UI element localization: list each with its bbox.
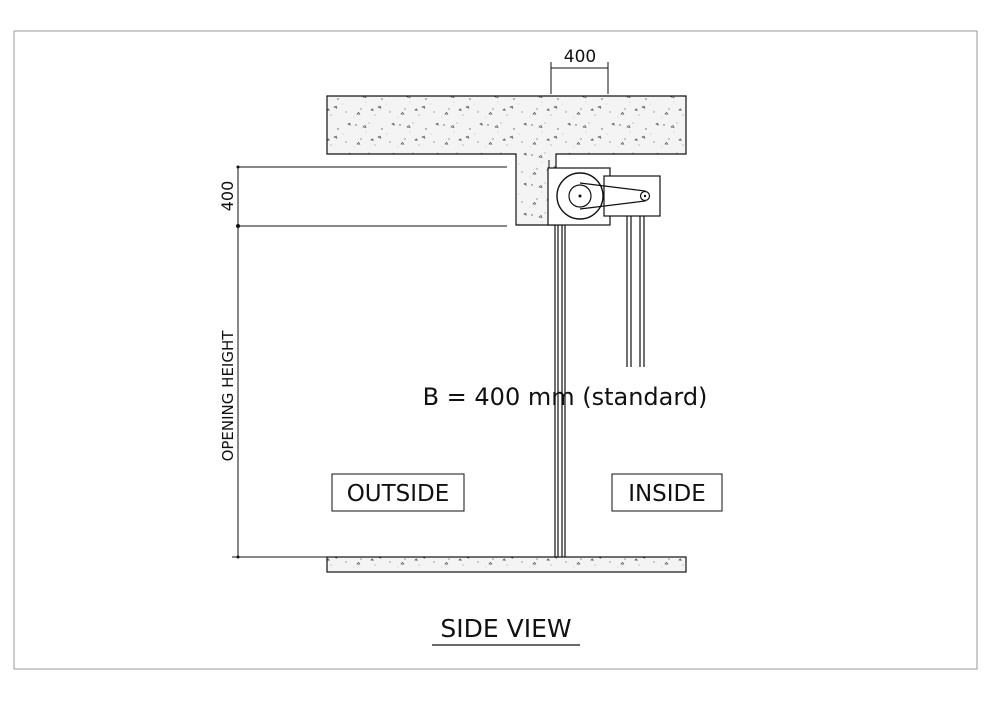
- top-dimension-label: 400: [564, 47, 596, 67]
- drum-center: [578, 194, 582, 198]
- outside-label-box: [331, 473, 465, 512]
- chain-housing: [603, 175, 661, 217]
- drawing-frame: [13, 30, 978, 670]
- header-dimension-label: 400: [218, 181, 237, 212]
- dimension-tick: [236, 224, 240, 228]
- floor-slab: [326, 556, 687, 573]
- opening-height-label: OPENING HEIGHT: [219, 330, 237, 462]
- view-title: SIDE VIEW: [440, 614, 571, 643]
- inside-label-box: [611, 473, 723, 512]
- formula-label: B = 400 mm (standard): [423, 383, 708, 411]
- chain-sprocket-center: [643, 194, 647, 198]
- dimension-tick: [236, 555, 240, 559]
- outside-label: OUTSIDE: [347, 481, 450, 507]
- inside-label: INSIDE: [628, 481, 706, 507]
- dimension-tick: [236, 165, 240, 169]
